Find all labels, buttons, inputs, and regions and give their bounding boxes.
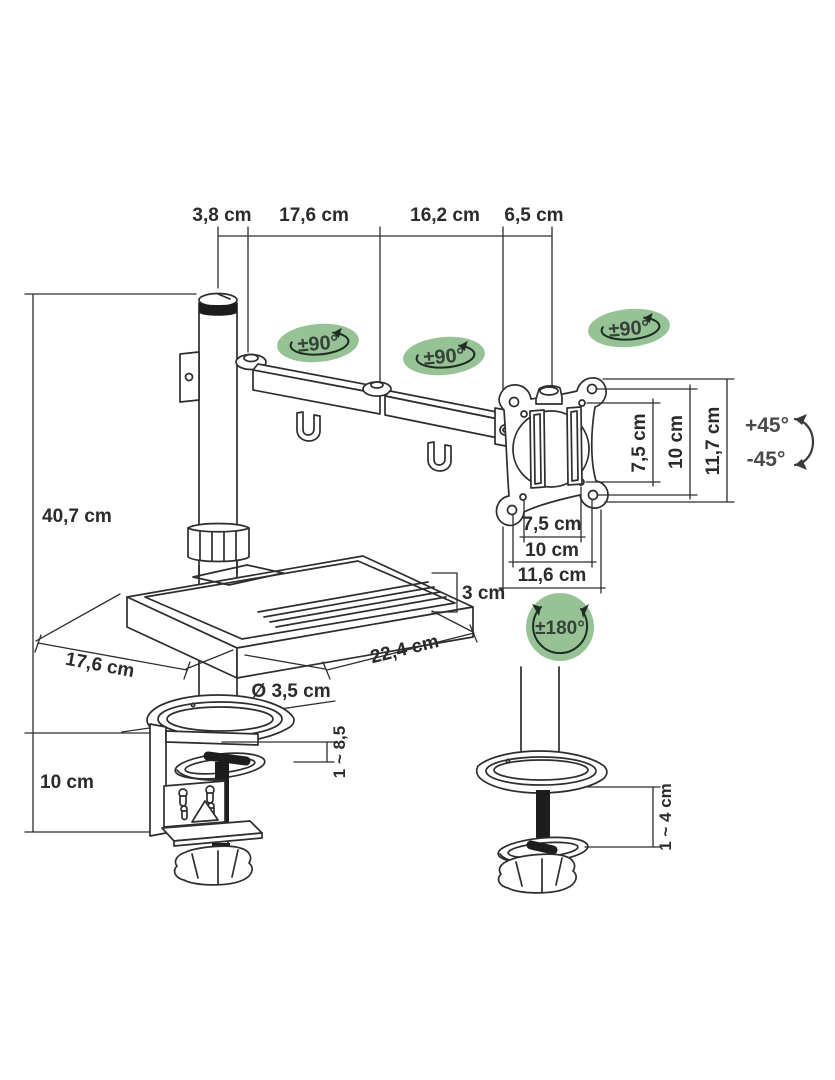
dim-label-diameter: Ø 3,5 cm [251,681,330,702]
tilt-annotation: +45° -45° [745,414,815,471]
rotation-badge-base: ±180° [526,593,594,661]
tilt-down-label: -45° [747,448,786,471]
arm [179,351,517,472]
dim-label-17-6-top: 17,6 cm [279,205,349,226]
tray [126,555,474,679]
rotation-badge-arm-joint-2: ±90° [403,336,485,376]
rotation-badge-vesa-joint: ±90° [588,308,670,348]
dim-label-40-7: 40,7 cm [42,506,112,527]
dim-label-vesa-h-75: 7,5 cm [522,514,581,535]
rotation-badge-arm-joint-1: ±90° [277,323,359,363]
badge-label-1: ±90° [297,331,340,357]
dim-label-vesa-h-10: 10 cm [525,540,579,561]
badge-label-4: ±180° [535,618,585,639]
grommet-knob [497,853,577,894]
left-dimension-chain: 40,7 cm 10 cm [24,293,197,833]
dim-label-16-2: 16,2 cm [410,205,480,226]
dim-label-6-5: 6,5 cm [504,205,563,226]
dim-label-vesa-h-116: 11,6 cm [518,565,587,586]
dim-label-3cm: 3 cm [462,583,505,604]
dim-label-grommet-range: 1 ~ 4 cm [656,783,675,851]
vesa-dimensions: 7,5 cm 10 cm 11,7 cm 7,5 cm 10 cm 11,6 c… [498,378,735,594]
vesa-plate [495,377,609,527]
dim-label-10cm-clamp: 10 cm [40,772,94,793]
dim-label-vesa-v-10: 10 cm [666,415,687,469]
tilt-arrow [793,417,815,467]
dim-label-vesa-v-117: 11,7 cm [703,407,724,476]
badge-label-2: ±90° [423,344,466,370]
badge-label-3: ±90° [608,316,651,342]
pole [187,292,250,701]
cable-clip-1 [296,411,321,442]
grommet-mount: 1 ~ 4 cm [475,666,675,894]
dim-label-3-8: 3,8 cm [192,205,251,226]
tilt-up-label: +45° [745,414,789,437]
tray-pole-cutout [192,564,284,586]
dim-label-vesa-v-75: 7,5 cm [629,413,650,472]
tray-dimensions: 3 cm 17,6 cm 22,4 cm Ø 3,5 cm [34,572,505,733]
dim-label-17-6-tray: 17,6 cm [64,649,136,682]
desk-clamp: 1 ~ 8,5 [146,694,349,886]
clamp-knob [173,845,253,886]
top-dimension-chain: 3,8 cm 17,6 cm 16,2 cm 6,5 cm [192,205,564,411]
cable-clip-2 [427,441,452,472]
dim-label-clamp-range: 1 ~ 8,5 [330,726,349,778]
